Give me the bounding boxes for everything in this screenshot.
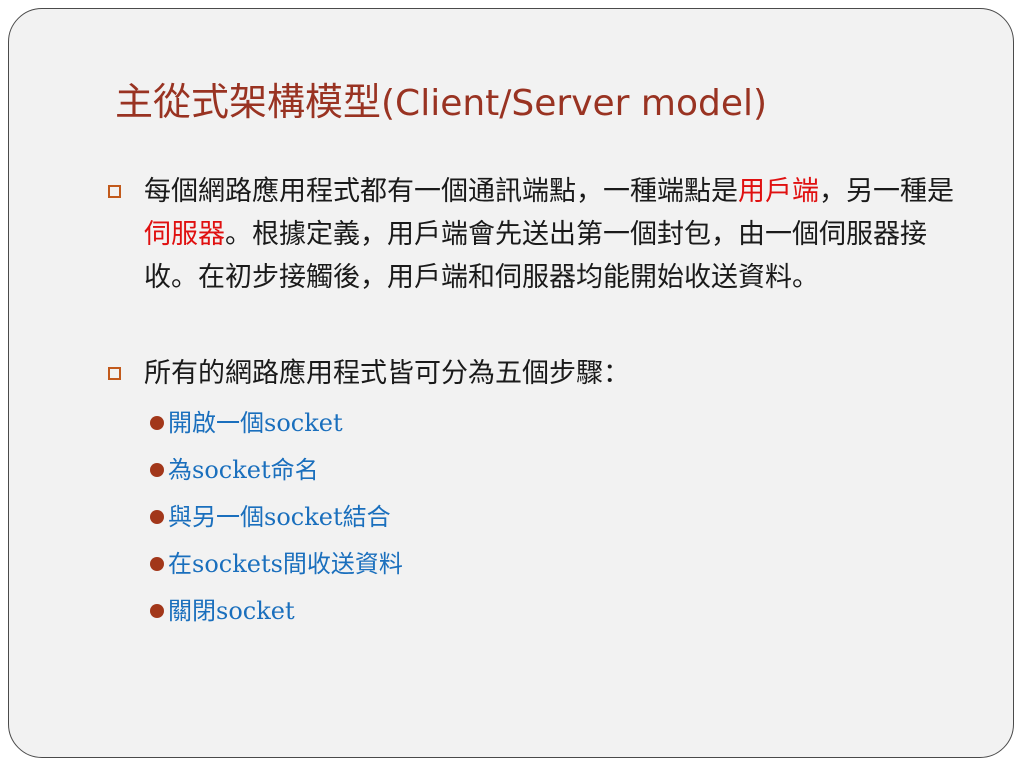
bullet-text: 每個網路應用程式都有一個通訊端點，一種端點是用戶端，另一種是伺服器。根據定義，用… xyxy=(144,170,966,299)
step-item: 為socket命名 xyxy=(150,450,319,490)
step-item: 與另一個socket結合 xyxy=(150,497,391,537)
square-bullet-icon xyxy=(108,367,121,380)
step-label: 關閉socket xyxy=(168,597,295,625)
round-bullet-icon xyxy=(150,416,164,430)
round-bullet-icon xyxy=(150,463,164,477)
bullet-five-steps: 所有的網路應用程式皆可分為五個步驟： xyxy=(106,352,966,395)
step-label: 與另一個socket結合 xyxy=(168,503,391,531)
highlight-client: 用戶端 xyxy=(738,176,819,207)
square-bullet-icon xyxy=(108,185,121,198)
slide-title: 主從式架構模型(Client/Server model) xyxy=(115,71,767,126)
step-item: 開啟一個socket xyxy=(150,403,343,443)
step-label: 在sockets間收送資料 xyxy=(168,550,403,578)
bullet-text-part: 每個網路應用程式都有一個通訊端點，一種端點是 xyxy=(144,176,738,207)
title-english: (Client/Server model) xyxy=(381,83,768,124)
highlight-server: 伺服器 xyxy=(144,219,225,250)
round-bullet-icon xyxy=(150,557,164,571)
title-chinese: 主從式架構模型 xyxy=(115,80,382,124)
round-bullet-icon xyxy=(150,510,164,524)
step-label: 為socket命名 xyxy=(168,456,319,484)
step-item: 關閉socket xyxy=(150,591,295,631)
slide: 主從式架構模型(Client/Server model) xyxy=(8,8,1014,758)
bullet-text-part: 。根據定義，用戶端會先送出第一個封包，由一個伺服器接收。在初步接觸後，用戶端和伺… xyxy=(144,219,927,293)
round-bullet-icon xyxy=(150,604,164,618)
bullet-endpoints: 每個網路應用程式都有一個通訊端點，一種端點是用戶端，另一種是伺服器。根據定義，用… xyxy=(106,170,966,342)
step-label: 開啟一個socket xyxy=(168,409,343,437)
step-item: 在sockets間收送資料 xyxy=(150,544,403,584)
bullet-text: 所有的網路應用程式皆可分為五個步驟： xyxy=(144,358,630,389)
bullet-text-part: ，另一種是 xyxy=(819,176,954,207)
